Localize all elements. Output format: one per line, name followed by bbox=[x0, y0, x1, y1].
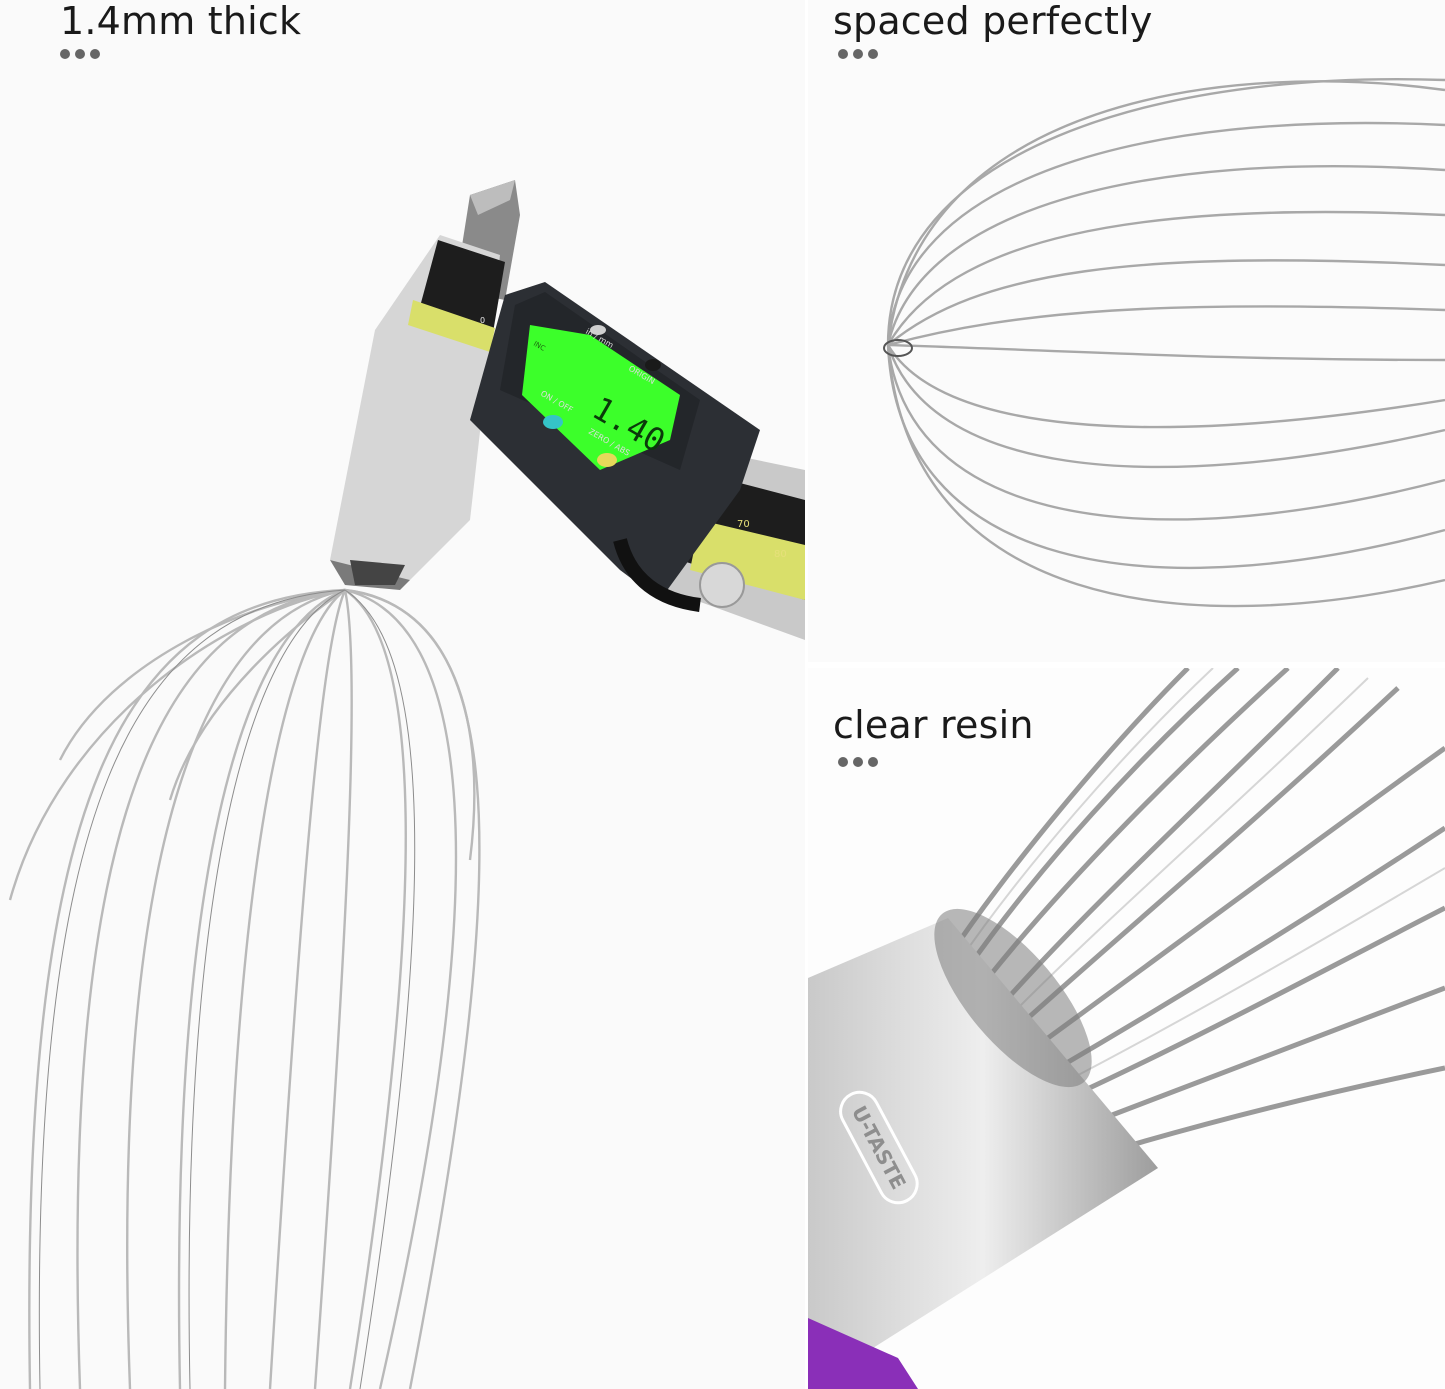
whisk-illustration: in / mm ORIGIN ON / OFF ZERO / ABS 1.40 … bbox=[8, 180, 805, 1389]
caliper-icon bbox=[330, 180, 805, 640]
caption-spacing: spaced perfectly bbox=[833, 0, 1153, 43]
svg-text:70: 70 bbox=[737, 519, 750, 530]
caption-dots bbox=[838, 757, 878, 767]
purple-handle-grip bbox=[808, 1318, 918, 1389]
panel-resin: clear resin bbox=[808, 668, 1445, 1389]
svg-text:0: 0 bbox=[480, 316, 485, 325]
panel-spacing: spaced perfectly bbox=[808, 0, 1445, 662]
caption-thickness: 1.4mm thick bbox=[60, 0, 302, 43]
caption-dots bbox=[838, 49, 878, 59]
caption-dots bbox=[60, 49, 100, 59]
panel-thickness: 1.4mm thick bbox=[8, 0, 805, 1389]
caption-resin: clear resin bbox=[833, 703, 1034, 747]
whisk-handle-illustration: U-TASTE bbox=[808, 668, 1445, 1389]
svg-text:80: 80 bbox=[774, 549, 787, 560]
whisk-head-illustration bbox=[883, 78, 1445, 608]
resin-end bbox=[934, 908, 1092, 1088]
